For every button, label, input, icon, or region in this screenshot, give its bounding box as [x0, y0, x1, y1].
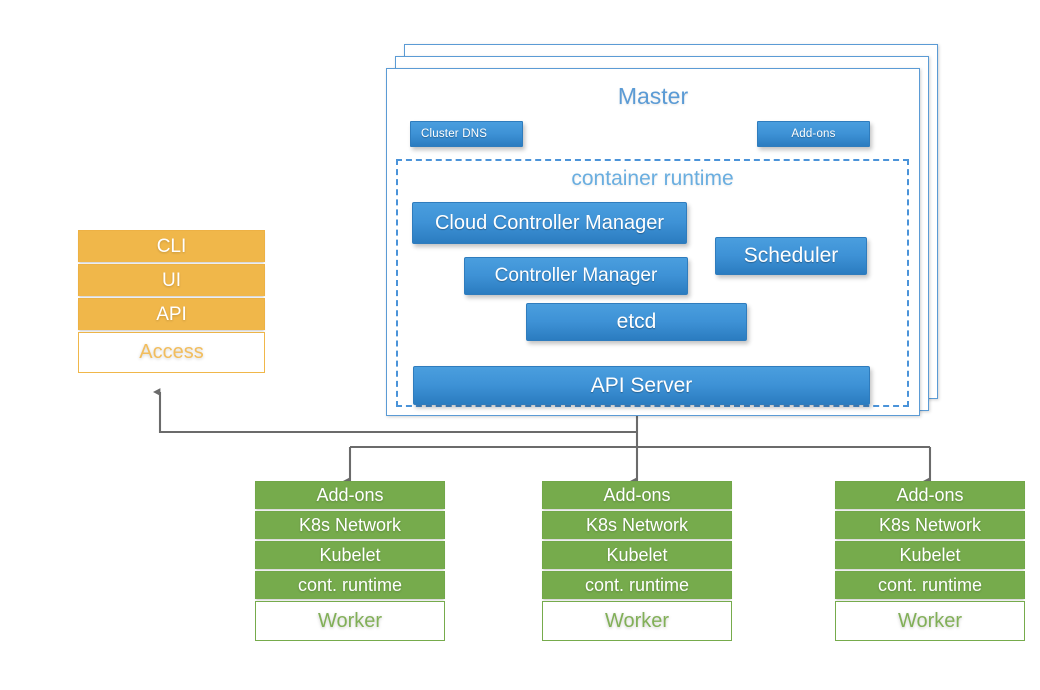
api-server-label: API Server [590, 373, 693, 397]
worker-2-network-label: K8s Network [585, 515, 689, 535]
worker-3-runtime-label: cont. runtime [877, 575, 983, 595]
worker-1-footer: Worker [255, 601, 445, 641]
access-footer: Access [78, 332, 265, 373]
worker-1-runtime-label: cont. runtime [297, 575, 403, 595]
master-title: Master [617, 83, 689, 109]
worker-3-network-label: K8s Network [878, 515, 982, 535]
worker-2-row-kubelet[interactable]: Kubelet [542, 541, 732, 569]
worker-3-row-addons[interactable]: Add-ons [835, 481, 1025, 509]
worker-node-1[interactable]: Add-ons K8s Network Kubelet cont. runtim… [255, 481, 445, 641]
controller-manager-box[interactable]: Controller Manager [464, 257, 688, 295]
worker-2-row-network[interactable]: K8s Network [542, 511, 732, 539]
cloud-controller-manager-label: Cloud Controller Manager [434, 211, 664, 234]
worker-2-footer-label: Worker [604, 609, 670, 632]
worker-1-kubelet-label: Kubelet [319, 545, 381, 565]
access-stack: CLI UI API Access [78, 230, 265, 373]
cluster-dns-box[interactable]: Cluster DNS [410, 121, 523, 147]
container-runtime-title: container runtime [571, 167, 734, 190]
cluster-dns-label: Cluster DNS [421, 128, 488, 140]
scheduler-box[interactable]: Scheduler [715, 237, 867, 275]
worker-1-row-runtime[interactable]: cont. runtime [255, 571, 445, 599]
api-server-box[interactable]: API Server [413, 366, 870, 405]
worker-1-row-network[interactable]: K8s Network [255, 511, 445, 539]
worker-3-footer-label: Worker [897, 609, 963, 632]
access-row-api[interactable]: API [78, 298, 265, 330]
etcd-label: etcd [616, 310, 657, 333]
worker-3-footer: Worker [835, 601, 1025, 641]
worker-1-footer-label: Worker [317, 609, 383, 632]
cloud-controller-manager-box[interactable]: Cloud Controller Manager [412, 202, 687, 244]
worker-2-row-addons[interactable]: Add-ons [542, 481, 732, 509]
master-addons-box[interactable]: Add-ons [757, 121, 870, 147]
access-row-ui[interactable]: UI [78, 264, 265, 296]
worker-1-row-addons[interactable]: Add-ons [255, 481, 445, 509]
worker-2-addons-label: Add-ons [603, 485, 671, 505]
worker-1-network-label: K8s Network [298, 515, 402, 535]
worker-3-row-runtime[interactable]: cont. runtime [835, 571, 1025, 599]
access-row-api-label: API [156, 303, 187, 325]
etcd-box[interactable]: etcd [526, 303, 747, 341]
worker-1-addons-label: Add-ons [316, 485, 384, 505]
worker-node-2[interactable]: Add-ons K8s Network Kubelet cont. runtim… [542, 481, 732, 641]
worker-3-addons-label: Add-ons [896, 485, 964, 505]
controller-manager-label: Controller Manager [494, 265, 658, 286]
worker-3-kubelet-label: Kubelet [899, 545, 961, 565]
worker-2-kubelet-label: Kubelet [606, 545, 668, 565]
worker-2-row-runtime[interactable]: cont. runtime [542, 571, 732, 599]
access-row-ui-label: UI [162, 269, 181, 291]
access-row-cli-label: CLI [156, 235, 187, 257]
access-row-cli[interactable]: CLI [78, 230, 265, 262]
worker-node-3[interactable]: Add-ons K8s Network Kubelet cont. runtim… [835, 481, 1025, 641]
worker-1-row-kubelet[interactable]: Kubelet [255, 541, 445, 569]
container-runtime-region [396, 159, 909, 407]
master-addons-label: Add-ons [791, 128, 836, 140]
scheduler-label: Scheduler [743, 244, 839, 267]
worker-3-row-network[interactable]: K8s Network [835, 511, 1025, 539]
worker-2-footer: Worker [542, 601, 732, 641]
worker-3-row-kubelet[interactable]: Kubelet [835, 541, 1025, 569]
worker-2-runtime-label: cont. runtime [584, 575, 690, 595]
access-footer-label: Access [139, 341, 204, 363]
